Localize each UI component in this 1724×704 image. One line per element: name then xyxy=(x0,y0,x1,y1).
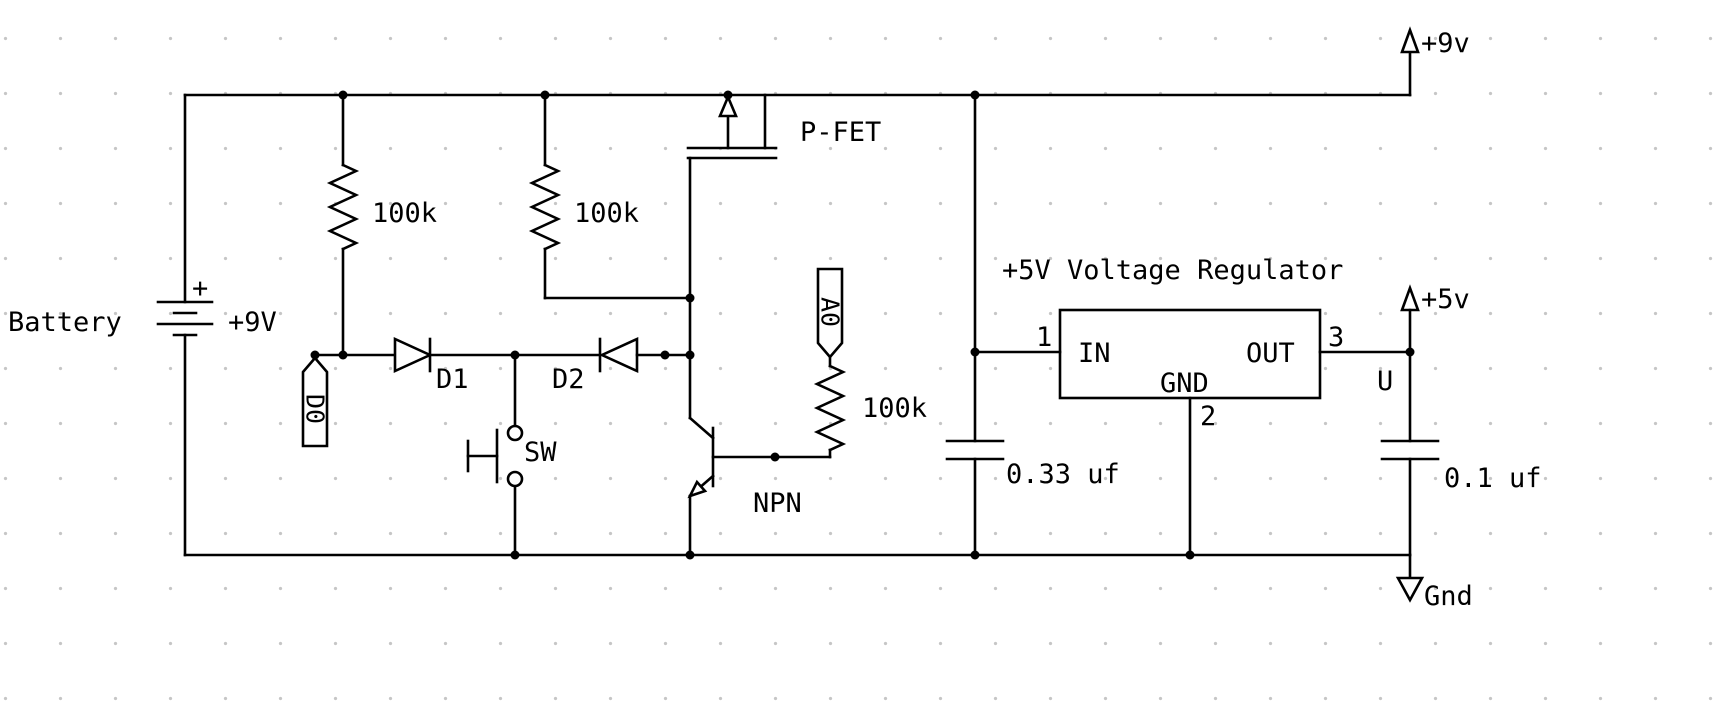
junction-dot xyxy=(770,452,780,462)
r3-value-label: 100k xyxy=(862,393,927,424)
d0-net-tag: D0 xyxy=(301,356,330,448)
net-tag-flag-icon xyxy=(816,267,844,359)
power-arrow-5v-icon xyxy=(1400,284,1420,312)
junction-dot xyxy=(338,90,348,100)
junction-dot xyxy=(510,350,520,360)
junction-dot xyxy=(970,550,980,560)
junction-dot xyxy=(660,350,670,360)
battery-voltage-label: +9V xyxy=(228,307,277,338)
junction-dot xyxy=(1185,550,1195,560)
battery-plus-label: + xyxy=(192,273,208,304)
top-power-rail: +9v xyxy=(183,26,1470,97)
rail-5v-label: +5v xyxy=(1421,284,1470,315)
junction-dot xyxy=(510,550,520,560)
diode-d1-triangle xyxy=(393,336,434,374)
npn-collector-lead xyxy=(688,416,715,440)
sw-terminal-top xyxy=(506,424,524,442)
reg-pin1-number: 1 xyxy=(1036,322,1052,353)
cap-out-value-label: 0.1 uf xyxy=(1444,463,1542,494)
npn-emitter-arrow-icon xyxy=(687,479,708,499)
d2-label: D2 xyxy=(552,364,585,395)
a0-tag-label: A0 xyxy=(816,297,845,327)
sw-label: SW xyxy=(524,437,557,468)
pfet-source-arrow-icon xyxy=(718,93,738,118)
gnd-label: Gnd xyxy=(1424,581,1473,612)
reg-in-pin-label: IN xyxy=(1078,338,1111,369)
diode-line: D1 D2 xyxy=(313,336,692,395)
r2-value-label: 100k xyxy=(574,198,639,229)
junction-dot xyxy=(338,350,348,360)
pushbutton-sw: SW xyxy=(466,353,557,557)
output-5v-rail: +5v 0.1 uf xyxy=(1380,284,1542,557)
battery: Battery + +9V xyxy=(8,93,277,557)
r1-value-label: 100k xyxy=(372,198,437,229)
power-arrow-9v-icon xyxy=(1400,26,1420,54)
regulator-title-label: +5V Voltage Regulator xyxy=(1002,255,1343,286)
d1-label: D1 xyxy=(436,364,469,395)
resistor-r3: 100k xyxy=(813,355,927,459)
reg-designator-label: U xyxy=(1377,366,1393,397)
resistor-zigzag xyxy=(326,163,360,251)
junction-dot xyxy=(540,90,550,100)
ground-rail: Gnd xyxy=(183,553,1473,612)
junction-dot xyxy=(723,90,733,100)
voltage-regulator: +5V Voltage Regulator IN OUT GND 1 3 2 U xyxy=(973,255,1412,557)
junction-dot xyxy=(1405,347,1415,357)
junction-dot xyxy=(685,293,695,303)
resistor-zigzag xyxy=(813,364,847,452)
resistor-r1: 100k xyxy=(326,93,437,357)
cap-in-value-label: 0.33 uf xyxy=(1006,459,1120,490)
ground-symbol-icon xyxy=(1395,576,1425,603)
junction-dot xyxy=(310,350,320,360)
npn-label: NPN xyxy=(753,488,802,519)
reg-out-pin-label: OUT xyxy=(1246,338,1295,369)
diode-d2-triangle xyxy=(598,336,639,374)
reg-pin3-number: 3 xyxy=(1328,322,1344,353)
rail-9v-label: +9v xyxy=(1421,28,1470,59)
sw-terminal-bottom xyxy=(506,470,524,488)
a0-net-tag: A0 xyxy=(816,267,845,359)
reg-gnd-pin-label: GND xyxy=(1160,368,1209,399)
regulator-input-branch: 0.33 uf xyxy=(945,93,1120,557)
junction-dot xyxy=(685,350,695,360)
net-tag-flag-icon xyxy=(301,356,329,448)
resistor-zigzag xyxy=(528,163,562,251)
d0-tag-label: D0 xyxy=(301,394,330,424)
junction-dot xyxy=(685,550,695,560)
regulator-body xyxy=(1058,308,1322,400)
pfet-transistor: P-FET xyxy=(686,93,881,420)
junction-dot xyxy=(970,90,980,100)
battery-name-label: Battery xyxy=(8,307,122,338)
pfet-label: P-FET xyxy=(800,117,881,148)
npn-transistor: NPN xyxy=(687,416,832,557)
junction-dots xyxy=(310,90,1415,560)
reg-pin2-number: 2 xyxy=(1200,401,1216,432)
resistor-r2: 100k xyxy=(528,93,692,300)
junction-dot xyxy=(970,347,980,357)
